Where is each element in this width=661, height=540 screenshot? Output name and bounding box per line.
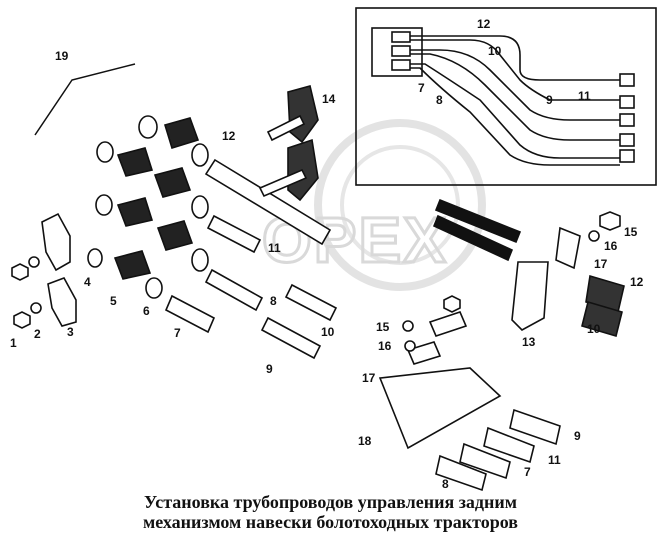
callout-labels: 1 2 3 4 5 6 7 9 19 14 12 11 8 10 12 10 7… (10, 17, 644, 491)
callout-inset-10: 10 (488, 44, 502, 58)
callout-2: 2 (34, 327, 41, 341)
watermark: OPEX (261, 119, 486, 291)
callout-7: 7 (174, 326, 181, 340)
callout-16: 16 (378, 339, 392, 353)
callout-10-right: 10 (587, 322, 601, 336)
inset-schematic (355, 7, 657, 186)
callout-11-bottom: 11 (548, 453, 561, 467)
callout-inset-7: 7 (418, 81, 425, 95)
caption-line-2: механизмом навески болотоходных тракторо… (142, 512, 519, 532)
callout-inset-9: 9 (546, 93, 553, 107)
callout-12: 12 (222, 129, 236, 143)
callout-14: 14 (322, 92, 336, 106)
right-parts (511, 211, 625, 338)
callout-inset-11: 11 (578, 89, 591, 103)
callout-6: 6 (143, 304, 150, 318)
left-fittings (87, 115, 209, 299)
caption-line-1: Установка трубопроводов управления задни… (143, 492, 518, 512)
central-tubes (164, 158, 522, 360)
callout-5: 5 (110, 294, 117, 308)
callout-3: 3 (67, 325, 74, 339)
callout-8-bottom: 8 (442, 477, 449, 491)
callout-17: 17 (362, 371, 376, 385)
callout-11: 11 (268, 241, 281, 255)
callout-4: 4 (84, 275, 91, 289)
callout-10: 10 (321, 325, 335, 339)
callout-17-right: 17 (594, 257, 608, 271)
callout-8: 8 (270, 294, 277, 308)
left-small-parts (11, 212, 77, 329)
callout-inset-8: 8 (436, 93, 443, 107)
bracket-14 (258, 85, 319, 202)
callout-7-bottom: 7 (524, 465, 531, 479)
tube-19-outline (34, 63, 136, 136)
callout-inset-12: 12 (477, 17, 491, 31)
callout-9-bottom: 9 (574, 429, 581, 443)
callout-12-right: 12 (630, 275, 644, 289)
callout-18: 18 (358, 434, 372, 448)
callout-19: 19 (55, 49, 69, 63)
callout-13: 13 (522, 335, 536, 349)
callout-1: 1 (10, 336, 17, 350)
plate-18 (378, 295, 502, 450)
callout-15-right: 15 (624, 225, 638, 239)
bottom-right-fittings (435, 408, 561, 492)
callout-9: 9 (266, 362, 273, 376)
callout-16-right: 16 (604, 239, 618, 253)
callout-15: 15 (376, 320, 390, 334)
